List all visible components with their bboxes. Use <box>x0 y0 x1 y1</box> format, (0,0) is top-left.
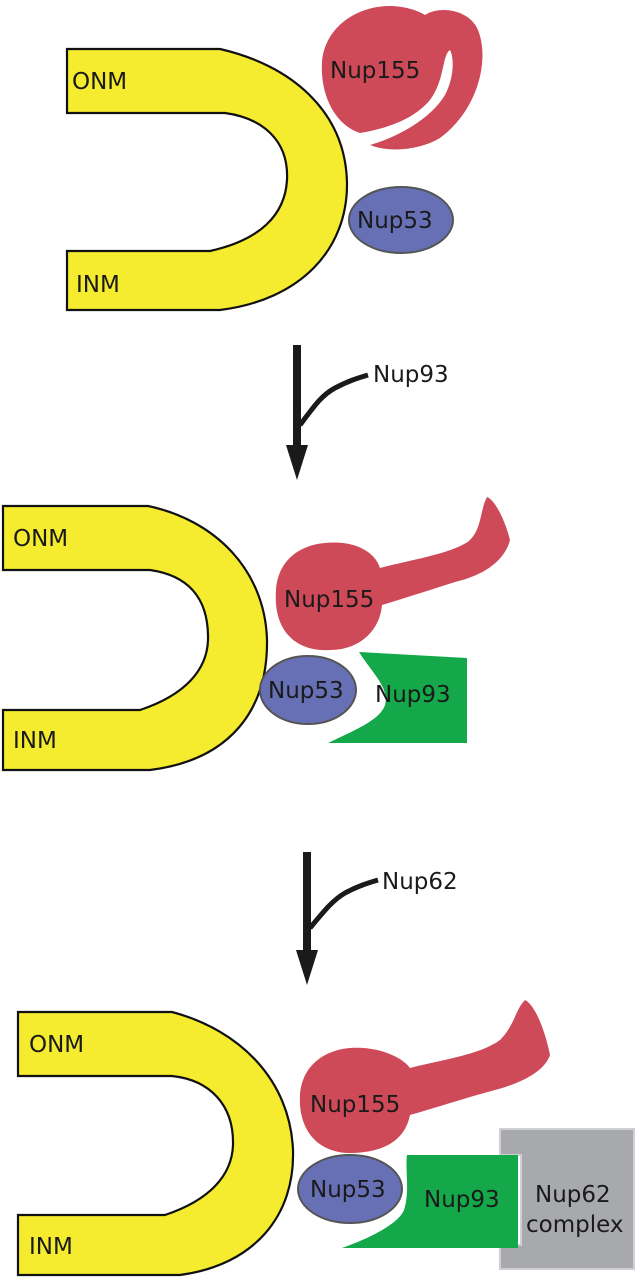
nup53-protein <box>297 1154 403 1224</box>
nuclear-envelope-membrane <box>65 47 349 312</box>
nup93-protein <box>342 1155 518 1248</box>
nup53-label: Nup53 <box>310 1177 386 1203</box>
nup53-protein <box>348 186 454 254</box>
onm-label: ONM <box>13 526 68 552</box>
nup62-label: Nup62 <box>535 1182 611 1208</box>
inm-label: INM <box>76 272 120 298</box>
inm-label: INM <box>29 1234 73 1260</box>
nup53-protein <box>259 655 357 725</box>
nup155-protein <box>275 497 510 651</box>
onm-label: ONM <box>72 69 127 95</box>
nup93-label: Nup93 <box>424 1187 500 1213</box>
step-arrow-1: Nup93 <box>286 345 449 480</box>
nup93-label: Nup93 <box>375 682 451 708</box>
arrow-branch <box>308 877 379 930</box>
nup93-protein <box>328 652 467 743</box>
arrow-branch <box>297 372 369 427</box>
nup155-label: Nup155 <box>284 587 374 613</box>
nup155-protein <box>299 1000 550 1154</box>
step-2-label: Nup62 <box>382 869 458 895</box>
panel-1: ONM INM Nup155 Nup53 <box>65 5 483 312</box>
nuclear-envelope-membrane <box>1 504 269 772</box>
nup53-label: Nup53 <box>268 678 344 704</box>
onm-label: ONM <box>29 1032 84 1058</box>
nup155-label: Nup155 <box>310 1092 400 1118</box>
nup53-label: Nup53 <box>357 208 433 234</box>
inm-label: INM <box>13 728 57 754</box>
nup155-protein <box>321 5 483 150</box>
complex-label: complex <box>526 1212 623 1238</box>
panel-2: ONM INM Nup155 Nup53 Nup93 <box>1 497 510 772</box>
arrow-head-icon <box>286 445 308 480</box>
arrow-head-icon <box>296 950 318 985</box>
step-1-label: Nup93 <box>373 362 449 388</box>
nup155-label: Nup155 <box>330 58 420 84</box>
step-arrow-2: Nup62 <box>296 852 458 985</box>
nuclear-envelope-membrane <box>16 1010 295 1277</box>
panel-3: ONM INM Nup155 Nup53 Nup62 complex Nup93 <box>16 1000 635 1277</box>
